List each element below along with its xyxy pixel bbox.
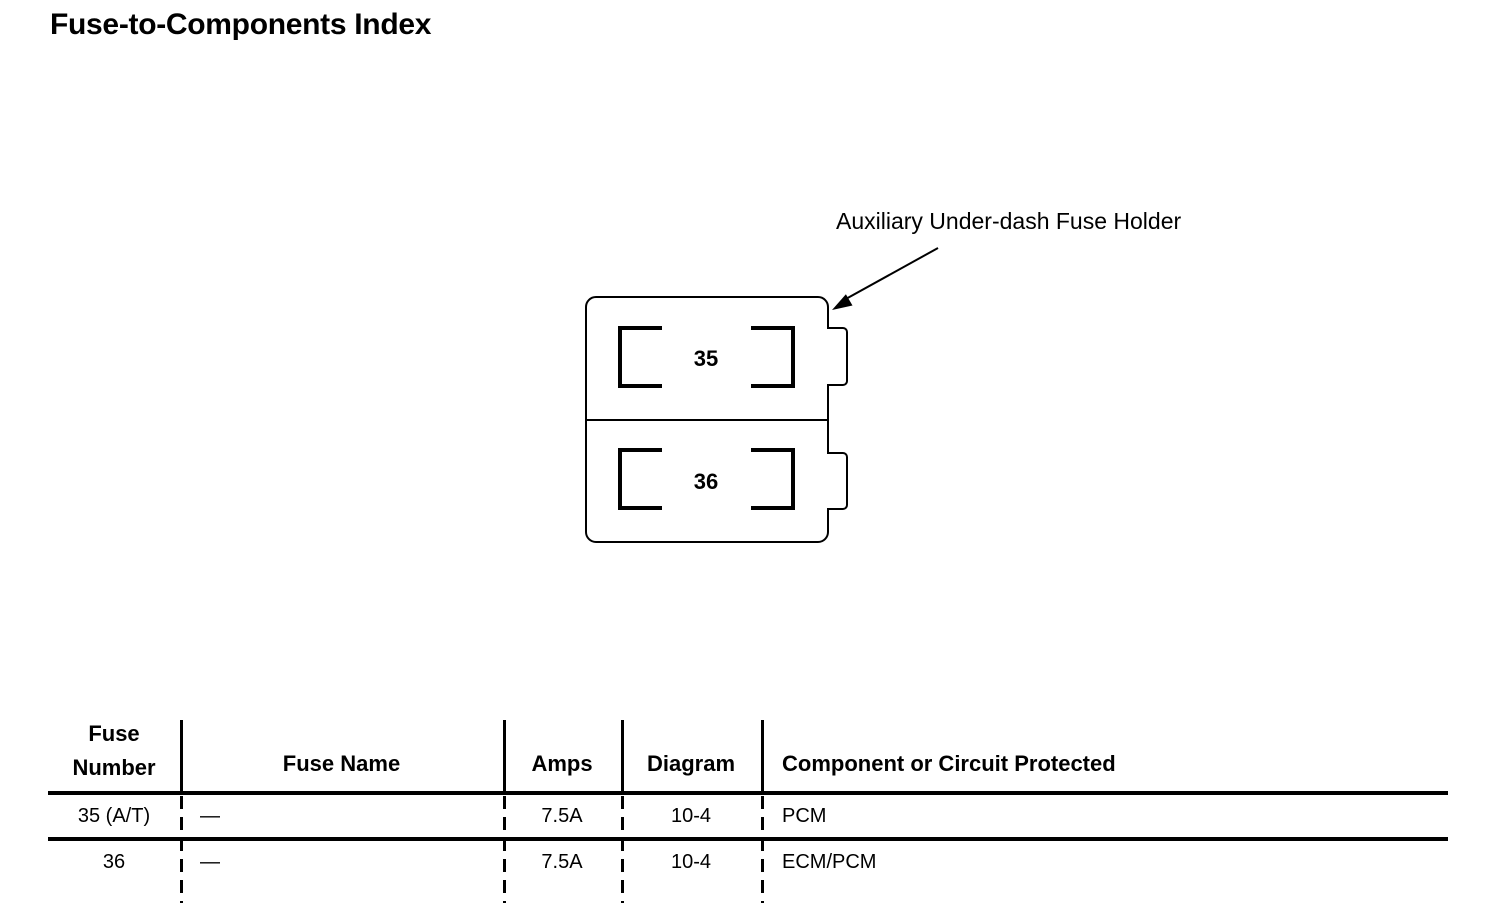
table-row-cell-fuse-name: — — [200, 805, 220, 827]
fuse-holder-tab-top — [827, 327, 848, 386]
table-row-cell-fuse-number: 35 (A/T) — [77, 805, 151, 827]
table-row-cell-fuse-name: — — [200, 851, 220, 873]
table-row-cell-diagram: 10-4 — [670, 851, 712, 873]
table-row-cell-amps: 7.5A — [541, 851, 583, 873]
table-body-separator-2 — [503, 796, 506, 903]
table-row-cell-component: ECM/PCM — [782, 851, 877, 873]
fuse-holder-divider — [585, 419, 829, 421]
table-header-separator-2 — [503, 720, 506, 791]
callout-arrow-icon — [832, 247, 939, 310]
column-header-fuse-number-line2: Number — [72, 755, 156, 780]
fuse-slot-35-number: 35 — [693, 346, 719, 371]
fuse-slot-36-bracket-left — [618, 448, 662, 510]
table-body-separator-4 — [761, 796, 764, 903]
table-row-cell-component: PCM — [782, 805, 827, 827]
table-header-separator-4 — [761, 720, 764, 791]
table-body-separator-1 — [180, 796, 183, 903]
table-body-separator-3 — [621, 796, 624, 903]
fuse-slot-35-bracket-right — [751, 326, 795, 388]
fuse-slot-36-number: 36 — [693, 469, 719, 494]
column-header-diagram: Diagram — [646, 751, 736, 776]
fuse-slot-35-bracket-left — [618, 326, 662, 388]
column-header-amps: Amps — [531, 751, 593, 776]
fuse-holder-callout-label: Auxiliary Under-dash Fuse Holder — [836, 208, 1182, 234]
page-title: Fuse-to-Components Index — [50, 8, 432, 41]
table-row-divider-rule — [48, 837, 1448, 841]
table-row-cell-amps: 7.5A — [541, 805, 583, 827]
column-header-fuse-number-line1: Fuse — [88, 721, 140, 746]
column-header-component: Component or Circuit Protected — [782, 751, 1116, 776]
column-header-fuse-name: Fuse Name — [282, 751, 401, 776]
fuse-slot-36-bracket-right — [751, 448, 795, 510]
column-header-fuse-number: Fuse Number — [48, 717, 180, 785]
table-row-cell-diagram: 10-4 — [670, 805, 712, 827]
table-header-separator-3 — [621, 720, 624, 791]
fuse-holder-tab-bottom — [827, 452, 848, 510]
table-header-separator-1 — [180, 720, 183, 791]
table-row-cell-fuse-number: 36 — [102, 851, 126, 873]
table-header-rule — [48, 791, 1448, 795]
